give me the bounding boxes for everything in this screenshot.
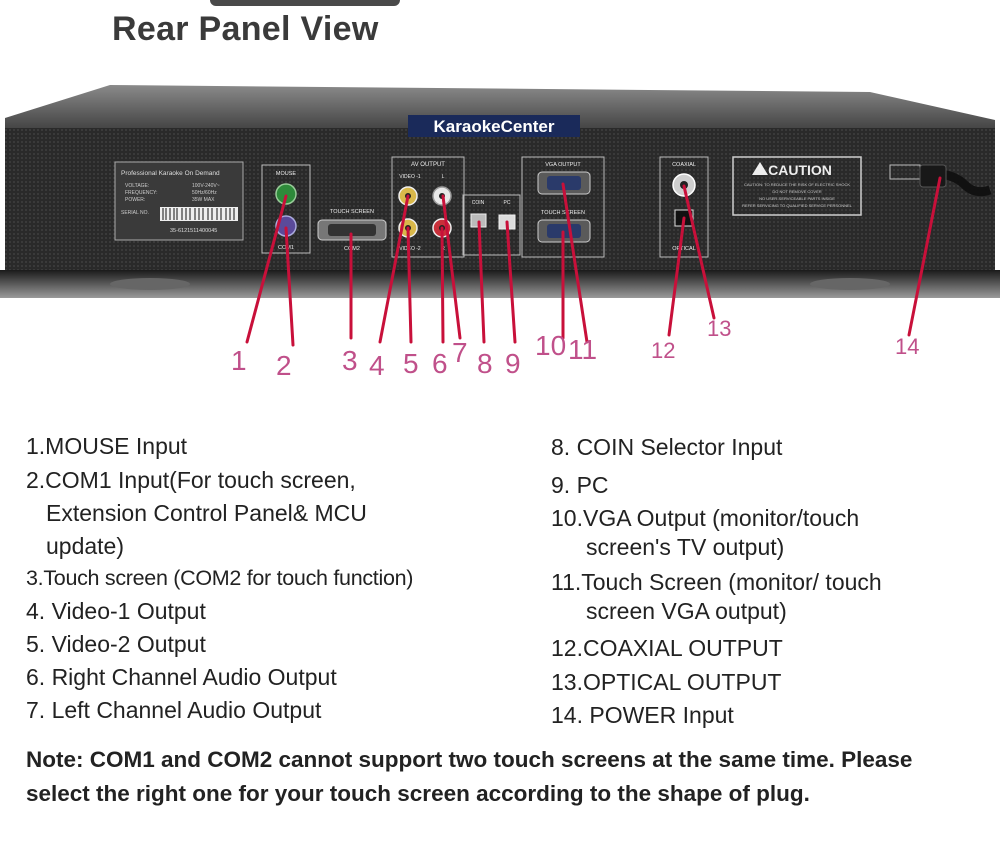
callout-5: 5 xyxy=(403,348,419,379)
caution-line: REFER SERVICING TO QUALIFIED SERVICE PER… xyxy=(742,203,853,208)
legend-item-9: 9. PC xyxy=(551,472,609,498)
foot-left xyxy=(110,278,190,290)
video2-label: VIDEO -2 xyxy=(399,246,421,252)
leader-line-11 xyxy=(561,182,589,344)
info-value: 100V-240V~ xyxy=(192,183,220,189)
touch-screen-vga-label: TOUCH SCREEN xyxy=(541,210,585,216)
legend-item-11: 11.Touch Screen (monitor/ touch xyxy=(551,569,882,595)
caution-line: CAUTION: TO REDUCE THE RISK OF ELECTRIC … xyxy=(744,182,850,187)
callout-1: 1 xyxy=(231,345,247,376)
leader-line-6 xyxy=(440,226,445,344)
leader-line-13 xyxy=(682,184,716,320)
leader-line-9 xyxy=(505,220,517,344)
serial-label: SERIAL NO. xyxy=(121,210,149,216)
mouse-label: MOUSE xyxy=(276,171,297,177)
legend-item-13: 13.OPTICAL OUTPUT xyxy=(551,669,782,695)
callout-8: 8 xyxy=(477,348,493,379)
rear-panel-photo: KaraokeCenter Professional Karaoke On De… xyxy=(0,85,1000,347)
touch-screen-label: TOUCH SCREEN xyxy=(330,209,374,215)
legend-item-10-cont: screen's TV output) xyxy=(586,534,785,560)
vga-output-label: VGA OUTPUT xyxy=(545,162,581,168)
legend-item-6: 6. Right Channel Audio Output xyxy=(26,664,337,690)
callout-2: 2 xyxy=(276,350,292,381)
pc-label: PC xyxy=(504,200,511,206)
av-output-label: AV OUTPUT xyxy=(411,162,445,168)
legend-item-14: 14. POWER Input xyxy=(551,702,734,728)
digital-out-box xyxy=(659,156,709,258)
callout-11: 11 xyxy=(568,334,598,365)
av-output-box xyxy=(391,156,465,258)
leader-line-8 xyxy=(477,220,486,344)
power-socket xyxy=(919,164,947,188)
leader-line-4 xyxy=(378,194,410,344)
caution-line: DO NOT REMOVE COVER xyxy=(772,189,821,194)
note-text: Note: COM1 and COM2 cannot support two t… xyxy=(26,747,913,806)
leader-line-12 xyxy=(667,216,686,337)
brand-plate xyxy=(408,115,580,137)
callout-12: 12 xyxy=(651,338,676,363)
callout-6: 6 xyxy=(432,348,448,379)
info-line: VOLTAGE: xyxy=(125,183,149,189)
caution-label: CAUTION xyxy=(768,162,832,178)
legend-item-11-cont: screen VGA output) xyxy=(586,598,787,624)
info-value: 50Hz/60Hz xyxy=(192,190,217,196)
legend-item-10: 10.VGA Output (monitor/touch xyxy=(551,505,860,531)
callout-9: 9 xyxy=(505,348,521,379)
callout-10: 10 xyxy=(535,330,567,361)
legend-item-2-cont: update) xyxy=(46,533,125,559)
coaxial-label: COAXIAL xyxy=(672,162,696,168)
legend-item-4: 4. Video-1 Output xyxy=(26,598,206,624)
warning-icon xyxy=(752,162,768,175)
caution-plate xyxy=(732,156,862,216)
legend-item-7: 7. Left Channel Audio Output xyxy=(26,697,322,723)
legend-item-5: 5. Video-2 Output xyxy=(26,631,206,657)
callout-14: 14 xyxy=(895,334,920,359)
leader-line-5 xyxy=(406,226,413,344)
leader-line-7 xyxy=(441,194,462,340)
title-decoration xyxy=(210,0,400,6)
optical-label: OPTICAL xyxy=(672,246,696,252)
chassis-top xyxy=(5,85,995,135)
callout-4: 4 xyxy=(369,350,385,381)
callout-13: 13 xyxy=(707,316,732,341)
serial-number: 35-6121511400045 xyxy=(170,228,217,234)
l-label: L xyxy=(442,174,445,180)
leader-line-1 xyxy=(245,194,288,344)
brand-label: KaraokeCenter xyxy=(434,117,555,136)
coin-label: COIN xyxy=(472,200,485,206)
video1-label: VIDEO -1 xyxy=(399,174,421,180)
legend-item-2: 2.COM1 Input(For touch screen, xyxy=(26,467,356,493)
info-title: Professional Karaoke On Demand xyxy=(121,170,220,177)
info-line: FREQUENCY: xyxy=(125,190,158,196)
leader-line-2 xyxy=(284,226,295,347)
info-line: POWER: xyxy=(125,197,145,203)
info-plate xyxy=(114,161,244,241)
coin-pc-box xyxy=(462,194,521,256)
legend-item-2-cont: Extension Control Panel& MCU xyxy=(46,500,367,526)
legend-item-3: 3.Touch screen (COM2 for touch function) xyxy=(26,566,414,590)
mouse-port xyxy=(275,183,297,205)
page-title: Rear Panel View xyxy=(112,10,379,48)
legend-item-8: 8. COIN Selector Input xyxy=(551,434,783,460)
callout-7: 7 xyxy=(452,337,468,368)
info-value: 35W MAX xyxy=(192,197,215,203)
legend-item-1: 1.MOUSE Input xyxy=(26,433,188,459)
callout-3: 3 xyxy=(342,345,358,376)
foot-right xyxy=(810,278,890,290)
caution-line: NO USER-SERVICEABLE PARTS INSIDE xyxy=(759,196,835,201)
legend-item-12: 12.COAXIAL OUTPUT xyxy=(551,635,783,661)
leader-line-14 xyxy=(907,176,942,337)
